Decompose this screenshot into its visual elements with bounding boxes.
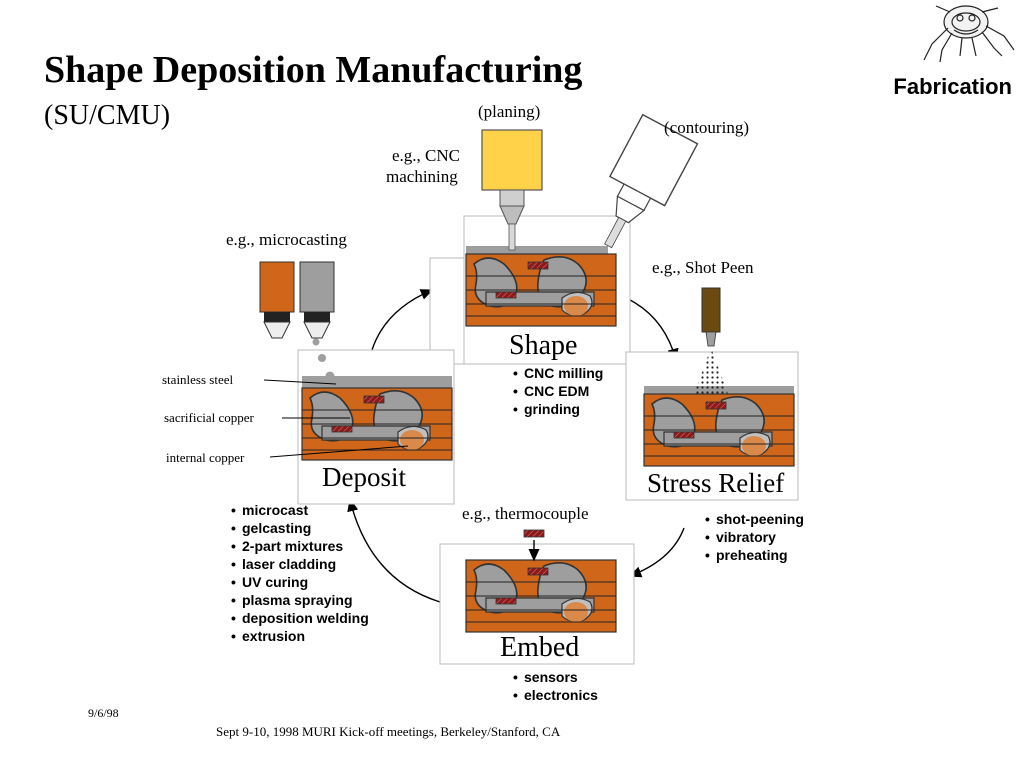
shape-panel	[429, 113, 699, 365]
slide-footer: Sept 9-10, 1998 MURI Kick-off meetings, …	[216, 724, 561, 739]
planing-tool-icon	[481, 129, 543, 251]
stress-relief-example: e.g., Shot Peen	[652, 258, 754, 277]
list-item: plasma spraying	[231, 591, 369, 609]
section-label: Fabrication	[893, 74, 1012, 99]
list-item: electronics	[513, 686, 598, 704]
embed-methods-list: sensors electronics	[510, 668, 598, 704]
list-item: deposition welding	[231, 609, 369, 627]
sacrificial-copper-label: sacrificial copper	[164, 410, 254, 425]
list-item: UV curing	[231, 573, 369, 591]
embed-example: e.g., thermocouple	[462, 504, 589, 523]
shape-step-title: Shape	[509, 330, 578, 361]
cycle-arrow-deposit-to-shape	[371, 289, 434, 351]
deposit-step-title: Deposit	[322, 462, 406, 492]
list-item: preheating	[705, 546, 804, 564]
shape-methods-list: CNC milling CNC EDM grinding	[510, 364, 603, 418]
list-item: microcast	[231, 501, 369, 519]
list-item: gelcasting	[231, 519, 369, 537]
list-item: vibratory	[705, 528, 804, 546]
shape-example-line2: machining	[386, 167, 458, 186]
slide-date: 9/6/98	[88, 706, 119, 720]
microcasting-nozzle-steel-icon	[299, 261, 335, 339]
list-item: CNC EDM	[513, 382, 603, 400]
contouring-tool-icon	[604, 113, 699, 249]
cycle-arrow-shape-to-stress	[625, 297, 679, 362]
deposit-example: e.g., microcasting	[226, 230, 347, 249]
stress-relief-methods-list: shot-peening vibratory preheating	[702, 510, 804, 564]
stainless-steel-label: stainless steel	[162, 372, 234, 387]
cycle-arrow-stress-to-embed	[628, 527, 685, 578]
shot-peen-nozzle-icon	[694, 287, 728, 394]
page-title: Shape Deposition Manufacturing	[44, 49, 583, 91]
list-item: extrusion	[231, 627, 369, 645]
thermocouple-icon	[523, 529, 545, 538]
page-subtitle: (SU/CMU)	[44, 100, 171, 131]
embed-step-title: Embed	[500, 632, 580, 663]
spider-robot-icon	[923, 5, 1015, 63]
stress-relief-step-title: Stress Relief	[647, 468, 785, 498]
list-item: sensors	[513, 668, 598, 686]
stress-relief-panel	[625, 287, 799, 501]
embed-panel	[439, 529, 635, 665]
planing-label: (planing)	[478, 102, 541, 121]
list-item: CNC milling	[513, 364, 603, 382]
list-item: 2-part mixtures	[231, 537, 369, 555]
contouring-label: (contouring)	[664, 118, 749, 137]
list-item: laser cladding	[231, 555, 369, 573]
list-item: shot-peening	[705, 510, 804, 528]
deposit-panel	[259, 261, 455, 505]
shape-example-line1: e.g., CNC	[392, 146, 460, 165]
microcasting-nozzle-copper-icon	[259, 261, 295, 339]
list-item: grinding	[513, 400, 603, 418]
deposit-methods-list: microcast gelcasting 2-part mixtures las…	[228, 501, 369, 645]
internal-copper-label: internal copper	[166, 450, 245, 465]
